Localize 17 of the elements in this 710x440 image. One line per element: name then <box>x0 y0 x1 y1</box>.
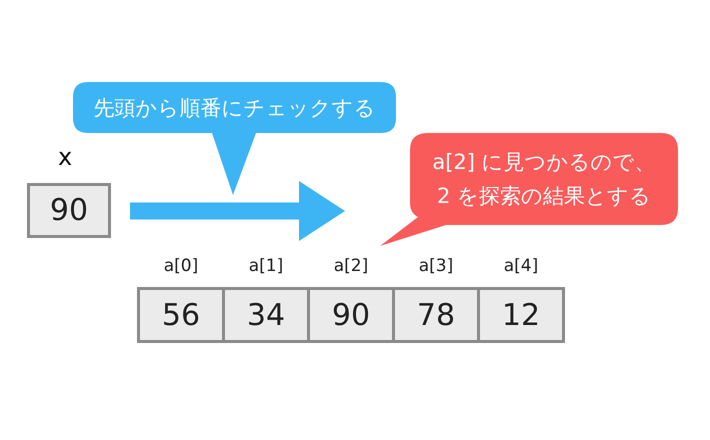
bubble-text: a[2] に見つかるので、2 を探索の結果とする <box>432 149 656 210</box>
index-label: a[4] <box>502 256 540 276</box>
speech-bubble <box>378 133 679 247</box>
index-label: a[3] <box>418 256 454 276</box>
cell-value: 78 <box>416 298 456 332</box>
cell-value: 12 <box>502 298 540 332</box>
speech-bubble <box>73 82 396 195</box>
index-label: a[0] <box>162 256 200 276</box>
cell-value: 90 <box>332 298 370 332</box>
cell-value: 90 <box>50 193 88 228</box>
value-box <box>27 183 111 238</box>
cell-value: 56 <box>162 298 200 332</box>
bubble-text: 先頭から順番にチェックする <box>94 94 376 122</box>
cell-value: 34 <box>246 298 286 332</box>
variable-label: x <box>58 143 72 171</box>
index-label: a[1] <box>248 256 284 276</box>
index-label: a[2] <box>332 256 370 276</box>
